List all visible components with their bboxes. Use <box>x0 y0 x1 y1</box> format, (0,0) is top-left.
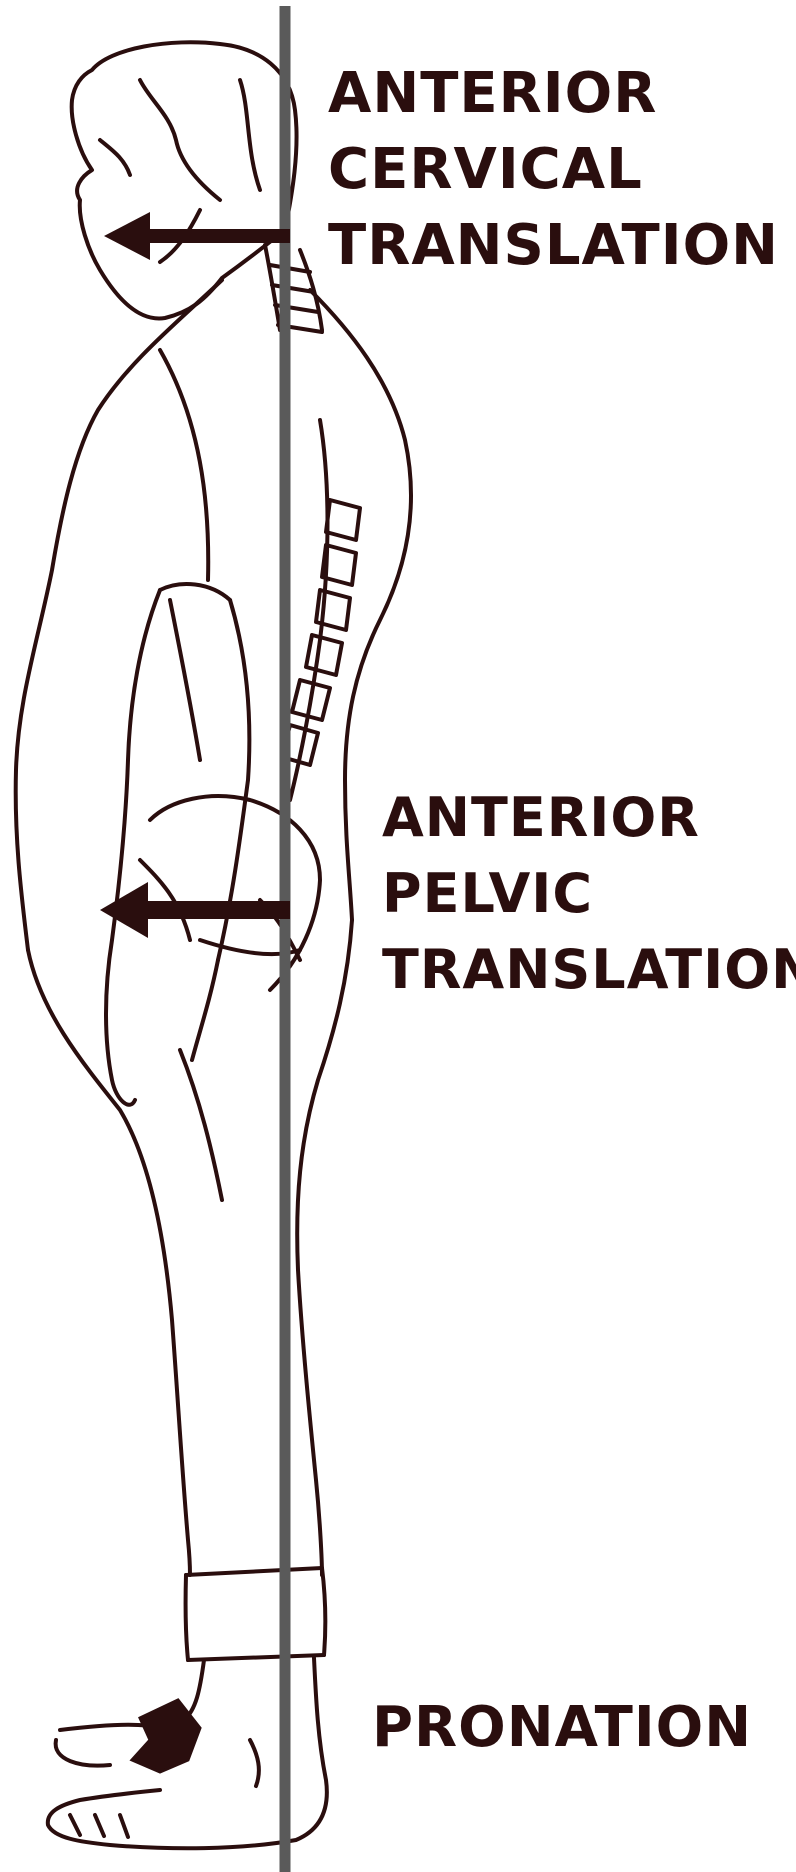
arm-outline <box>106 584 249 1105</box>
label-cervical-line-1: ANTERIOR <box>328 56 779 132</box>
label-anterior-pelvic-translation: ANTERIOR PELVIC TRANSLATION <box>382 780 796 1008</box>
cervical-spine <box>265 245 322 332</box>
label-pronation-text: PRONATION <box>372 1690 752 1766</box>
label-cervical-line-3: TRANSLATION <box>328 208 779 284</box>
label-pelvic-line-3: TRANSLATION <box>382 932 796 1008</box>
label-pelvic-line-2: PELVIC <box>382 856 796 932</box>
label-cervical-line-2: CERVICAL <box>328 132 779 208</box>
label-anterior-cervical-translation: ANTERIOR CERVICAL TRANSLATION <box>328 56 779 284</box>
pelvic-translation-arrow <box>100 882 290 938</box>
head-outline <box>72 42 297 318</box>
torso-outline <box>16 280 411 950</box>
leg-outline <box>28 920 352 1575</box>
label-pelvic-line-1: ANTERIOR <box>382 780 796 856</box>
sock-cuff <box>186 1568 326 1660</box>
label-pronation: PRONATION <box>372 1690 752 1766</box>
